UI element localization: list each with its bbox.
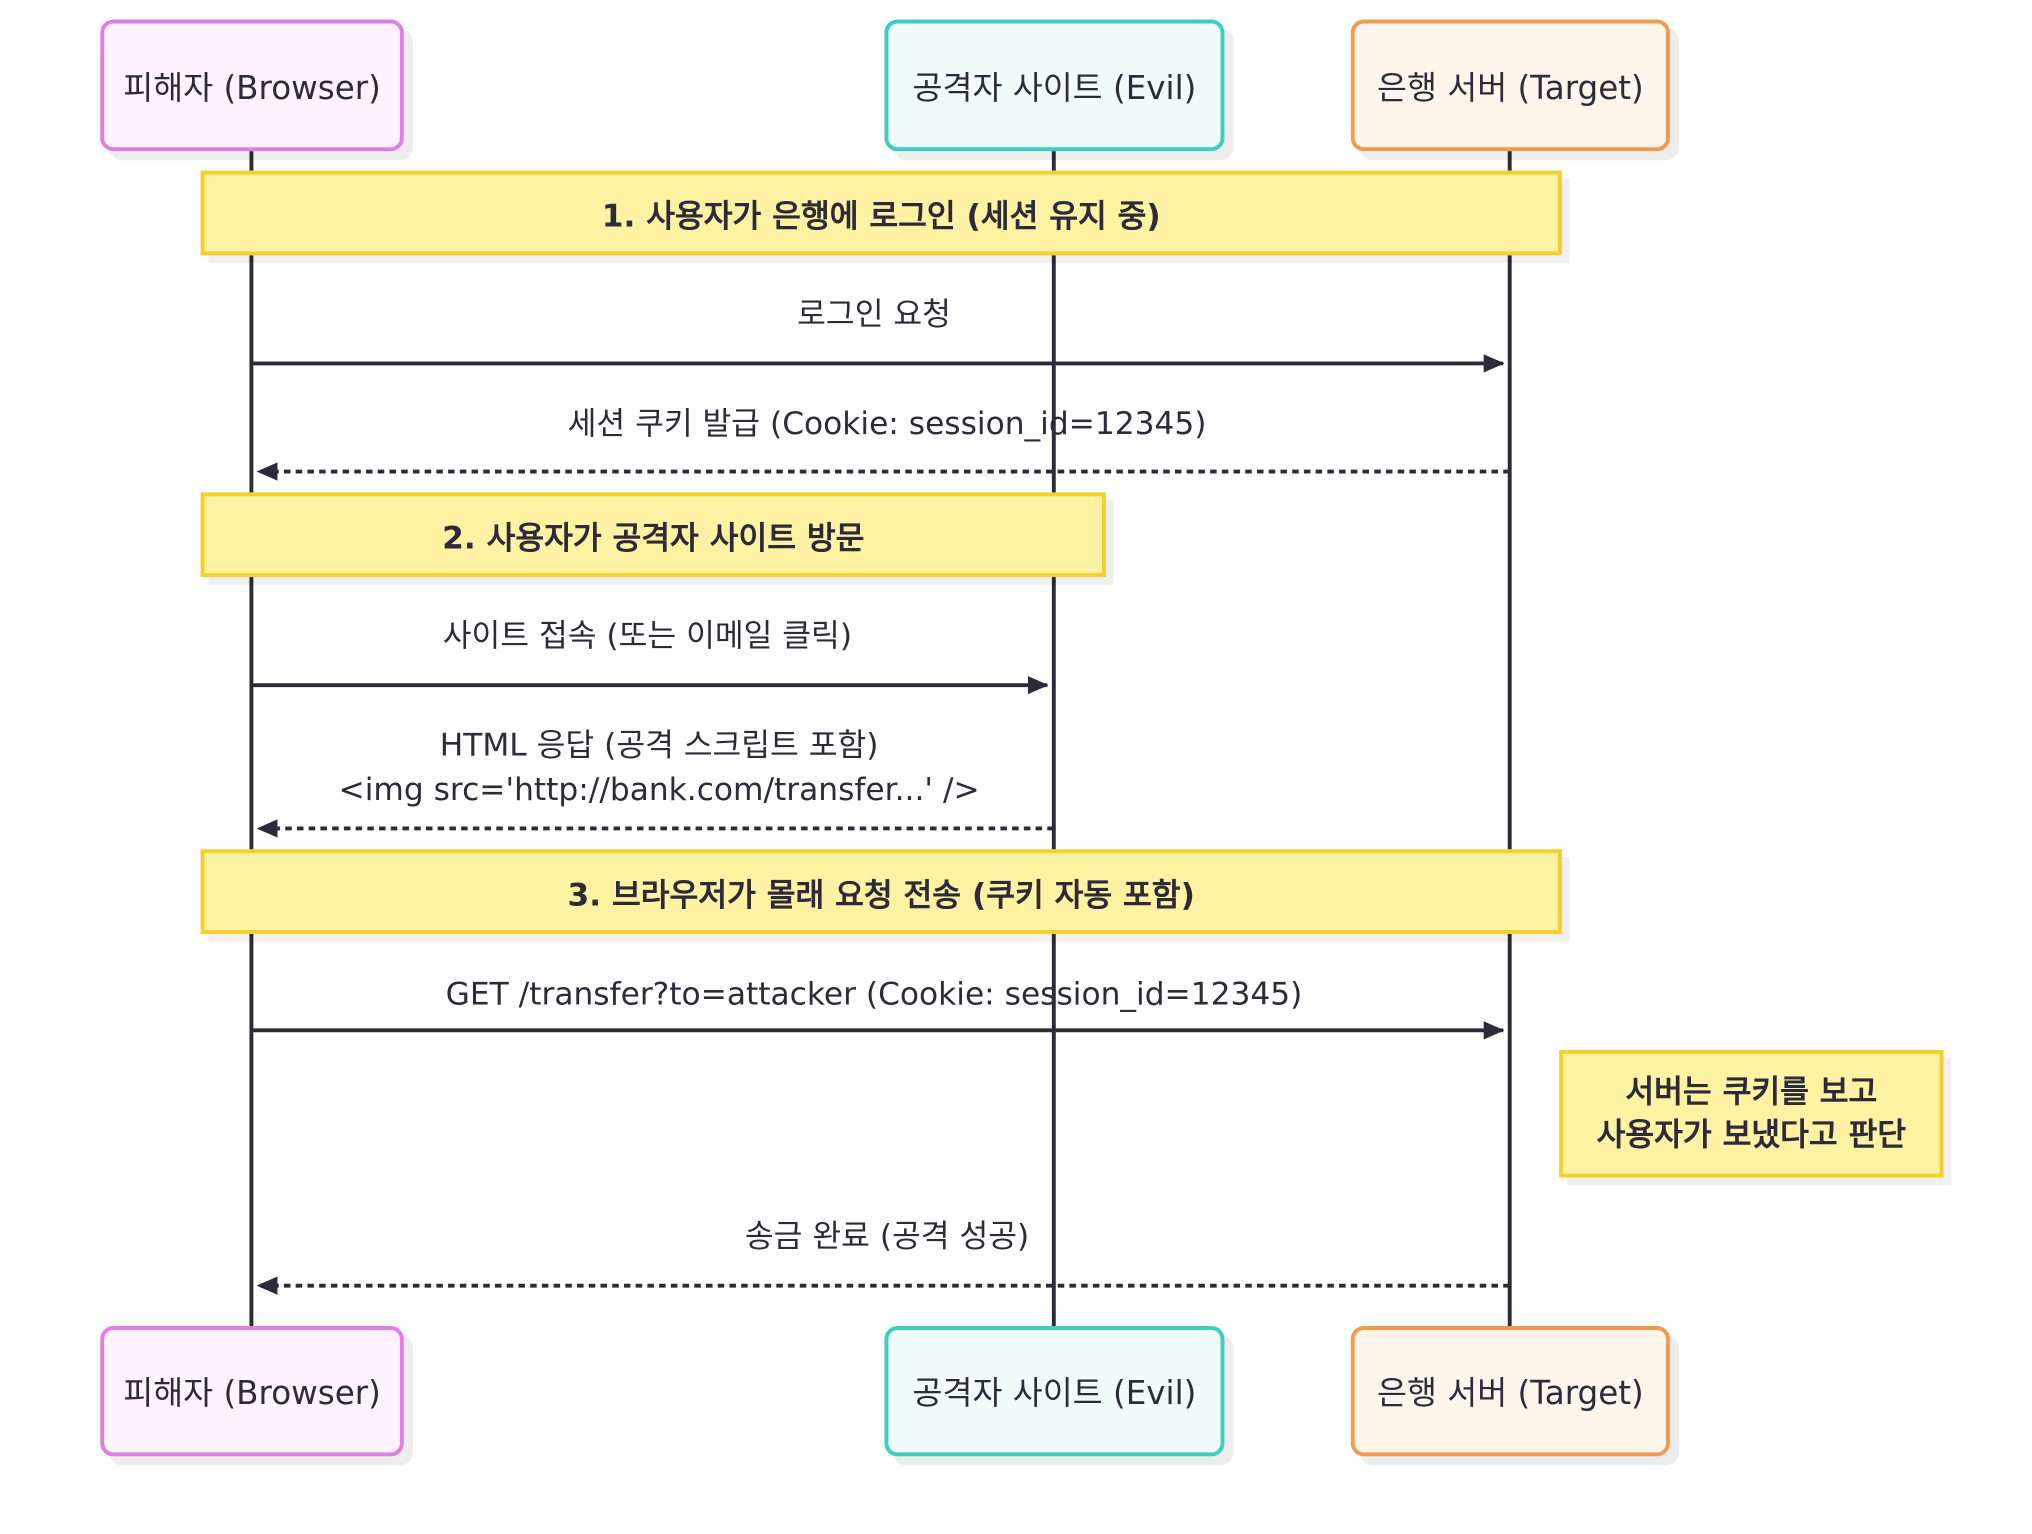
actor-browser-bottom: 피해자 (Browser)	[100, 1326, 404, 1457]
actor-evil-bottom-label: 공격자 사이트 (Evil)	[912, 1374, 1197, 1413]
label-login-request: 로그인 요청	[797, 295, 951, 333]
note-step-2-text: 2. 사용자가 공격자 사이트 방문	[442, 519, 865, 557]
label-session-cookie: 세션 쿠키 발급 (Cookie: session_id=12345)	[567, 405, 1207, 442]
actor-evil-bottom: 공격자 사이트 (Evil)	[884, 1326, 1225, 1457]
label-site-visit: 사이트 접속 (또는 이메일 클릭)	[442, 617, 853, 654]
note-server-line-2: 사용자가 보냈다고 판단	[1596, 1116, 1907, 1153]
actor-target-bottom: 은행 서버 (Target)	[1350, 1326, 1670, 1457]
actor-target-bottom-label: 은행 서버 (Target)	[1377, 1374, 1644, 1413]
actor-browser-bottom-label: 피해자 (Browser)	[123, 1374, 381, 1413]
actor-evil-top: 공격자 사이트 (Evil)	[884, 19, 1225, 152]
note-step-1: 1. 사용자가 은행에 로그인 (세션 유지 중)	[200, 170, 1562, 256]
note-server-line-1: 서버는 쿠키를 보고	[1625, 1073, 1878, 1110]
label-html-response-2: <img src='http://bank.com/transfer...' /…	[338, 771, 980, 808]
actor-target-label: 은행 서버 (Target)	[1377, 68, 1644, 107]
actor-target-top: 은행 서버 (Target)	[1350, 19, 1670, 152]
actor-browser-label: 피해자 (Browser)	[123, 68, 381, 107]
note-step-1-text: 1. 사용자가 은행에 로그인 (세션 유지 중)	[601, 197, 1161, 235]
label-forged-request: GET /transfer?to=attacker (Cookie: sessi…	[445, 975, 1303, 1013]
actor-evil-label: 공격자 사이트 (Evil)	[912, 68, 1197, 107]
note-step-3-text: 3. 브라우저가 몰래 요청 전송 (쿠키 자동 포함)	[567, 876, 1195, 914]
note-server-judgement: 서버는 쿠키를 보고 사용자가 보냈다고 판단	[1559, 1049, 1944, 1178]
note-step-3: 3. 브라우저가 몰래 요청 전송 (쿠키 자동 포함)	[200, 849, 1562, 934]
label-html-response-1: HTML 응답 (공격 스크립트 포함)	[439, 726, 879, 764]
actor-browser-top: 피해자 (Browser)	[100, 19, 404, 152]
label-transfer-done: 송금 완료 (공격 성공)	[744, 1217, 1030, 1255]
note-step-2: 2. 사용자가 공격자 사이트 방문	[200, 492, 1106, 578]
